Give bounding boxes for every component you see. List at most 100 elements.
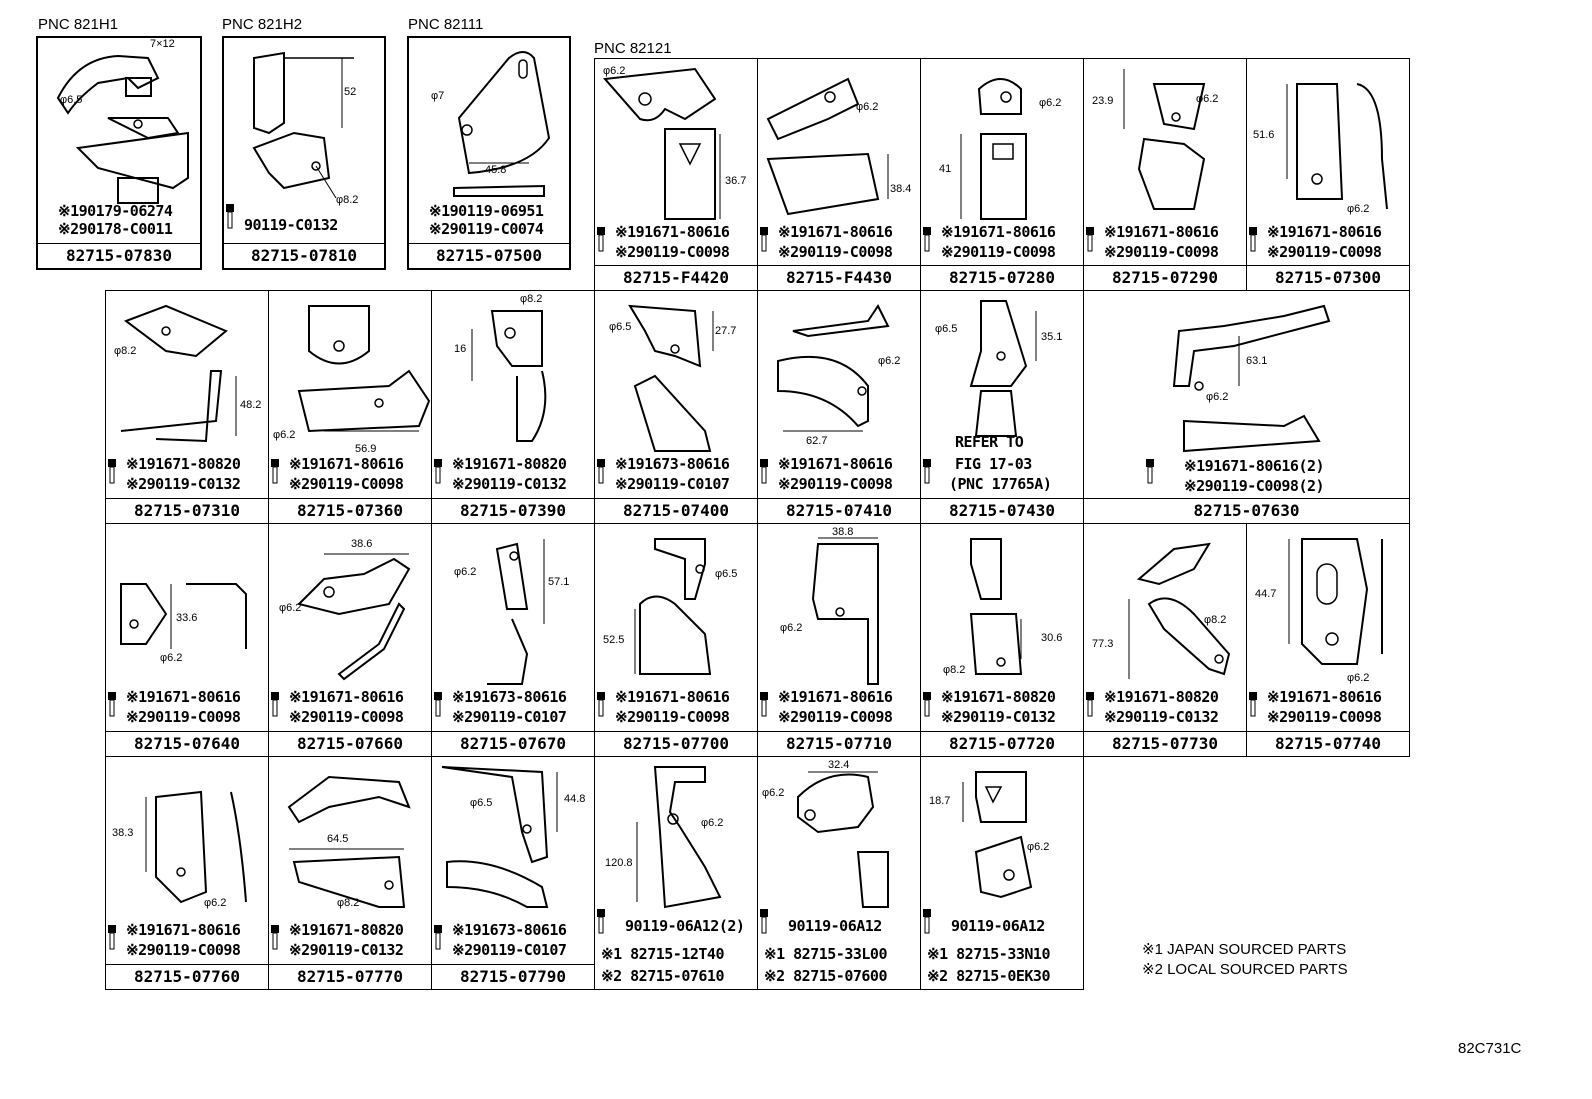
fastener-line-2: ※290119-C0132 (1104, 708, 1219, 726)
part-number-local[interactable]: ※2 82715-07600 (764, 967, 887, 985)
part-number[interactable]: 82715-07660 (269, 731, 431, 756)
part-number[interactable]: 82715-07790 (432, 964, 594, 989)
part-cell-07730[interactable]: 77.3 φ8.2 ※191671-80820 ※290119-C0132 82… (1083, 523, 1247, 757)
fastener-line-2: ※290119-C0098 (941, 243, 1056, 261)
part-number[interactable]: 82715-07500 (409, 243, 569, 268)
dimension-label: 62.7 (806, 435, 828, 447)
part-cell-07280[interactable]: φ6.2 41 ※191671-80616 ※290119-C0098 8271… (920, 58, 1084, 291)
dimension-label: φ6.2 (878, 355, 901, 367)
part-number[interactable]: 82715-07290 (1084, 265, 1246, 290)
part-number[interactable]: 82715-07410 (758, 498, 920, 523)
part-cell-07710[interactable]: 38.8 φ6.2 ※191671-80616 ※290119-C0098 82… (757, 523, 921, 757)
part-number[interactable]: 82715-07400 (595, 498, 757, 523)
bolt-icon (597, 909, 605, 934)
part-number[interactable]: 82715-07300 (1247, 265, 1409, 290)
part-number-japan[interactable]: ※1 82715-33N10 (927, 945, 1050, 963)
fastener-line-2: ※290119-C0098 (126, 708, 241, 726)
part-number[interactable]: 82715-07830 (38, 243, 200, 268)
dimension-label: φ6.5 (935, 323, 958, 335)
dimension-label: φ6.2 (454, 566, 477, 578)
dimension-label: φ8.2 (943, 664, 966, 676)
part-number[interactable]: 82715-07710 (758, 731, 920, 756)
pnc-label-82111: PNC 82111 (408, 16, 484, 33)
part-number[interactable]: 82715-07770 (269, 964, 431, 989)
part-cell-07770[interactable]: 64.5 φ8.2 ※191671-80820 ※290119-C0132 82… (268, 756, 432, 990)
part-number[interactable]: 82715-07740 (1247, 731, 1409, 756)
part-cell-07740[interactable]: 44.7 φ6.2 ※191671-80616 ※290119-C0098 82… (1246, 523, 1410, 757)
bolt-icon (923, 459, 931, 484)
dimension-label: 44.7 (1255, 588, 1277, 600)
part-number[interactable]: 82715-07390 (432, 498, 594, 523)
part-number[interactable]: 82715-07630 (1084, 498, 1409, 523)
dimension-label: 44.8 (564, 793, 586, 805)
part-cell-07430[interactable]: φ6.5 35.1 REFER TO FIG 17-03 (PNC 17765A… (920, 290, 1084, 524)
part-cell-33N10[interactable]: 18.7 φ6.2 90119-06A12 ※1 82715-33N10 ※2 … (920, 756, 1084, 990)
fastener-line-1: 90119-06A12 (951, 917, 1045, 935)
part-cell-07410[interactable]: φ6.2 62.7 ※191671-80616 ※290119-C0098 82… (757, 290, 921, 524)
part-cell-07720[interactable]: 30.6 φ8.2 ※191671-80820 ※290119-C0132 82… (920, 523, 1084, 757)
part-cell-07300[interactable]: 51.6 φ6.2 ※191671-80616 ※290119-C0098 82… (1246, 58, 1410, 291)
part-cell-33L00[interactable]: 32.4 φ6.2 90119-06A12 ※1 82715-33L00 ※2 … (757, 756, 921, 990)
part-cell-F4430[interactable]: φ6.2 38.4 ※191671-80616 ※290119-C0098 82… (757, 58, 921, 291)
bracket-drawing (636, 766, 722, 909)
part-number-local[interactable]: ※2 82715-07610 (601, 967, 724, 985)
bracket-drawing (1288, 538, 1383, 665)
part-number[interactable]: 82715-07730 (1084, 731, 1246, 756)
part-cell-07400[interactable]: φ6.5 27.7 ※191673-80616 ※290119-C0107 82… (594, 290, 758, 524)
refer-line-3: (PNC 17765A) (949, 475, 1052, 493)
part-number[interactable]: 82715-07310 (106, 498, 268, 523)
part-cell-07390[interactable]: φ8.2 16 ※191671-80820 ※290119-C0132 8271… (431, 290, 595, 524)
part-number[interactable]: 82715-07810 (224, 243, 384, 268)
part-number[interactable]: 82715-F4430 (758, 265, 920, 290)
bolt-icon (923, 692, 931, 717)
fastener-line-1: ※191671-80616 (778, 688, 893, 706)
part-number-japan[interactable]: ※1 82715-33L00 (764, 945, 887, 963)
part-number[interactable]: 82715-07640 (106, 731, 268, 756)
dimension-label: 27.7 (715, 325, 737, 337)
part-number[interactable]: 82715-07670 (432, 731, 594, 756)
part-number[interactable]: 82715-07280 (921, 265, 1083, 290)
bracket-drawing (441, 766, 558, 908)
dimension-label: 52.5 (603, 634, 625, 646)
fastener-line-1: ※191671-80616 (1267, 688, 1382, 706)
fastener-line-1: ※191671-80616 (615, 223, 730, 241)
part-cell-07290[interactable]: 23.9 φ6.2 ※191671-80616 ※290119-C0098 82… (1083, 58, 1247, 291)
part-cell-07670[interactable]: φ6.2 57.1 ※191673-80616 ※290119-C0107 82… (431, 523, 595, 757)
part-number[interactable]: 82715-07360 (269, 498, 431, 523)
part-cell-07640[interactable]: 33.6 φ6.2 ※191671-80616 ※290119-C0098 82… (105, 523, 269, 757)
part-cell-07830[interactable]: 7×12 φ6.5 ※190179-06274 ※290178-C0011 82… (36, 36, 202, 270)
part-cell-F4420[interactable]: φ6.2 36.7 ※191671-80616 ※290119-C0098 82… (594, 58, 758, 291)
bolt-icon (1086, 692, 1094, 717)
dimension-label: 45.8 (485, 164, 507, 176)
part-number[interactable]: 82715-07760 (106, 964, 268, 989)
part-cell-07790[interactable]: φ6.5 44.8 ※191673-80616 ※290119-C0107 82… (431, 756, 595, 990)
fastener-line-1: ※191671-80616 (289, 455, 404, 473)
bracket-drawing (797, 771, 889, 908)
part-cell-07760[interactable]: 38.3 φ6.2 ※191671-80616 ※290119-C0098 82… (105, 756, 269, 990)
dimension-label: 57.1 (548, 576, 570, 588)
bracket-drawing (1123, 69, 1206, 210)
part-number[interactable]: 82715-07430 (921, 498, 1083, 523)
dimension-label: 38.4 (890, 183, 912, 195)
dimension-label: φ8.2 (336, 194, 359, 206)
part-number[interactable]: 82715-F4420 (595, 265, 757, 290)
fastener-line-2: ※290119-C0098 (289, 708, 404, 726)
part-number-local[interactable]: ※2 82715-0EK30 (927, 967, 1050, 985)
part-cell-12T40[interactable]: 120.8 φ6.2 90119-06A12(2) ※1 82715-12T40… (594, 756, 758, 990)
dimension-label: 120.8 (605, 857, 633, 869)
part-cell-07630[interactable]: 63.1 φ6.2 ※191671-80616(2) ※290119-C0098… (1083, 290, 1410, 524)
part-cell-07700[interactable]: φ6.5 52.5 ※191671-80616 ※290119-C0098 82… (594, 523, 758, 757)
part-cell-07360[interactable]: φ6.2 56.9 ※191671-80616 ※290119-C0098 82… (268, 290, 432, 524)
part-number[interactable]: 82715-07720 (921, 731, 1083, 756)
part-cell-07500[interactable]: φ7 45.8 ※190119-06951 ※290119-C0074 8271… (407, 36, 571, 270)
bolt-icon (271, 692, 279, 717)
part-cell-07810[interactable]: 52 φ8.2 90119-C0132 82715-07810 (222, 36, 386, 270)
bolt-icon (1249, 227, 1257, 252)
part-cell-07660[interactable]: 38.6 φ6.2 ※191671-80616 ※290119-C0098 82… (268, 523, 432, 757)
dimension-label: 64.5 (327, 833, 349, 845)
dimension-label: φ8.2 (520, 293, 543, 305)
fastener-line-1: 90119-06A12(2) (625, 917, 745, 935)
part-cell-07310[interactable]: φ8.2 48.2 ※191671-80820 ※290119-C0132 82… (105, 290, 269, 524)
part-number-japan[interactable]: ※1 82715-12T40 (601, 945, 724, 963)
part-number[interactable]: 82715-07700 (595, 731, 757, 756)
